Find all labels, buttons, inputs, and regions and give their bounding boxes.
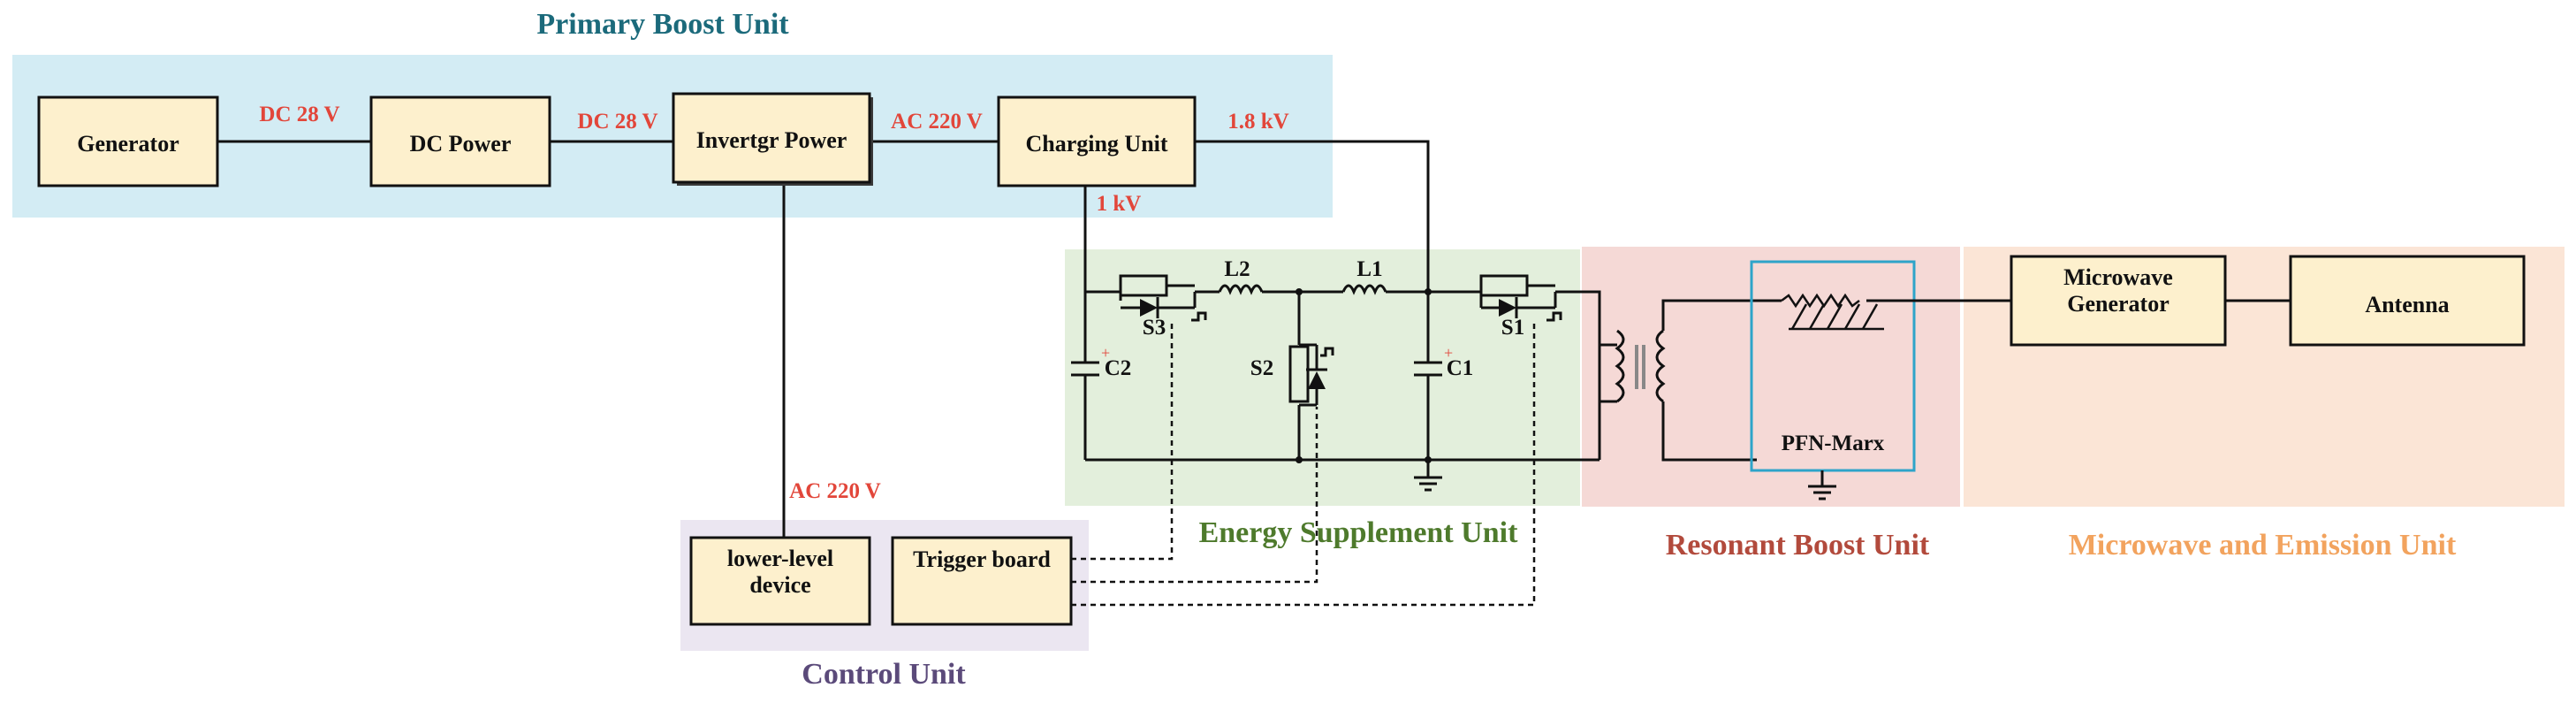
svg-text:PFN-Marx: PFN-Marx [1782,432,1885,455]
resonant-boost-title: Resonant Boost Unit [1666,529,1930,562]
svg-text:lower-level: lower-level [727,546,833,571]
voltage-charge-down: 1 kV [1097,192,1142,216]
svg-text:device: device [749,572,810,598]
voltage-dc-inv: DC 28 V [577,110,657,134]
trigger-board-block[interactable]: Trigger board [891,536,1073,626]
switch-s1 [1479,274,1562,322]
c1-polarity-icon: + [1444,344,1453,362]
energy-supplement-region [1065,249,1580,506]
svg-text:Generator: Generator [77,131,179,157]
generator-block[interactable]: Generator [37,96,219,187]
inverter-power-block[interactable]: Invertgr Power [672,92,873,186]
primary-boost-title: Primary Boost Unit [536,8,789,41]
primary-wires [217,140,1430,538]
voltage-inv-charge: AC 220 V [891,110,983,134]
antenna-block[interactable]: Antenna [2289,255,2526,347]
svg-text:DC Power: DC Power [410,131,512,157]
svg-text:Trigger board: Trigger board [913,546,1051,572]
lower-level-device-block[interactable]: lower-level device [689,536,871,626]
label-s2: S2 [1250,356,1273,380]
svg-text:Antenna: Antenna [2365,292,2449,317]
inductor-l2 [1218,284,1264,295]
charging-unit-block[interactable]: Charging Unit [997,96,1197,187]
label-l1: L1 [1356,257,1382,281]
energy-circuit [1071,288,1601,492]
resonant-boost-region [1582,247,1960,507]
svg-text:Generator: Generator [2067,291,2169,317]
microwave-generator-block[interactable]: Microwave Generator [2010,255,2227,347]
label-s1: S1 [1501,316,1524,340]
label-s3: S3 [1143,316,1166,340]
svg-text:Invertgr Power: Invertgr Power [696,127,847,153]
control-title: Control Unit [802,658,966,691]
switch-s2 [1288,343,1334,407]
switch-s3 [1119,274,1207,322]
label-c2: C2 [1105,356,1132,380]
transformer [1598,299,1757,462]
inductor-l1 [1341,284,1387,295]
trigger-lines [1071,320,1536,607]
svg-text:Microwave: Microwave [2063,264,2173,290]
microwave-emission-title: Microwave and Emission Unit [2069,529,2457,562]
voltage-gen-dc: DC 28 V [259,103,339,126]
energy-supplement-title: Energy Supplement Unit [1199,516,1518,549]
pfn-marx-block[interactable]: PFN-Marx [1750,260,1979,501]
c2-polarity-icon: + [1101,344,1110,362]
svg-text:Charging Unit: Charging Unit [1025,131,1167,157]
voltage-charge-out: 1.8 kV [1227,110,1288,134]
label-c1: C1 [1447,356,1474,380]
label-l2: L2 [1224,257,1250,281]
dc-power-block[interactable]: DC Power [369,96,551,187]
voltage-control-supply: AC 220 V [789,479,881,503]
